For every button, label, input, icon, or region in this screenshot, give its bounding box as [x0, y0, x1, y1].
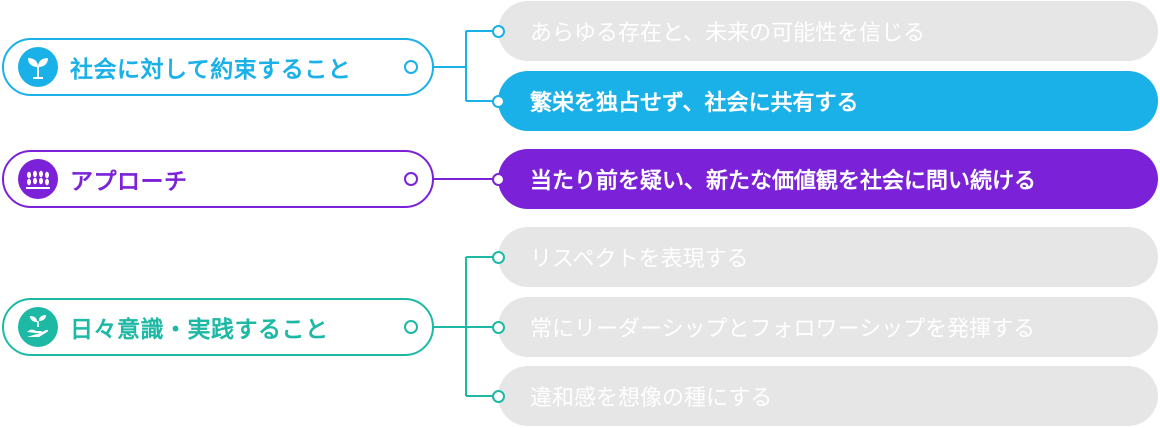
category-approach: アプローチ — [2, 150, 434, 208]
category-label: 社会に対して約束すること — [70, 57, 352, 83]
connector-dot — [492, 94, 505, 108]
category-label: アプローチ — [70, 169, 188, 195]
connector-dot — [404, 172, 418, 186]
category-label: 日々意識・実践すること — [70, 317, 329, 343]
connector-dot — [492, 389, 505, 403]
category-practice: 日々意識・実践すること — [2, 298, 434, 356]
value-item-text: 繁栄を独占せず、社会に共有する — [530, 91, 859, 116]
value-item: 常にリーダーシップとフォロワーシップを発揮する — [492, 297, 1158, 357]
value-item-text: あらゆる存在と、未来の可能性を信じる — [530, 21, 926, 46]
value-item-text: リスペクトを表現する — [530, 247, 749, 272]
value-item-text: 違和感を想像の種にする — [530, 386, 773, 411]
value-item: リスペクトを表現する — [492, 227, 1158, 287]
connector-dot — [404, 320, 418, 334]
connector-dot — [492, 250, 505, 264]
connector-dot — [492, 24, 505, 38]
connector-dot — [404, 60, 418, 74]
value-item: あらゆる存在と、未来の可能性を信じる — [492, 1, 1158, 61]
connector-dot — [492, 172, 505, 186]
value-item: 違和感を想像の種にする — [492, 366, 1158, 426]
category-commitment: 社会に対して約束すること — [2, 38, 434, 96]
connector-dot — [492, 320, 505, 334]
value-item-active: 当たり前を疑い、新たな価値観を社会に問い続ける — [492, 149, 1158, 209]
sprout-icon — [18, 47, 58, 87]
wheat-icon — [18, 159, 58, 199]
hand-plant-icon — [18, 307, 58, 347]
value-item-text: 常にリーダーシップとフォロワーシップを発揮する — [530, 317, 1036, 342]
value-item-text: 当たり前を疑い、新たな価値観を社会に問い続ける — [530, 169, 1037, 194]
value-item-active: 繁栄を独占せず、社会に共有する — [492, 71, 1158, 131]
